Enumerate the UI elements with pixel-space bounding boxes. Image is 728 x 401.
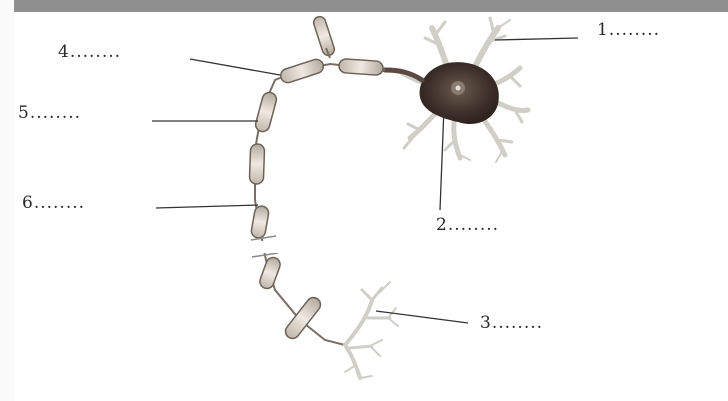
- myelin-sheath: [249, 58, 383, 342]
- myelin-segment: [254, 91, 278, 133]
- leader-line-1: [495, 38, 578, 40]
- label-6: 6........: [22, 193, 85, 213]
- myelin-segment: [249, 144, 264, 184]
- myelin-segment: [258, 256, 282, 291]
- label-4: 4........: [58, 42, 121, 62]
- label-2: 2........: [436, 215, 499, 235]
- nucleolus: [456, 86, 461, 91]
- myelin-segment: [339, 58, 384, 75]
- leader-line-2: [440, 108, 444, 210]
- axon-collateral: [312, 15, 336, 57]
- label-5: 5........: [18, 103, 81, 123]
- myelin-segment: [279, 58, 325, 85]
- myelin-segment: [250, 205, 269, 239]
- leader-line-4: [190, 59, 280, 75]
- axon-terminals: [345, 282, 398, 378]
- label-1: 1........: [597, 20, 660, 40]
- label-3: 3........: [480, 313, 543, 333]
- leader-line-6: [156, 205, 258, 208]
